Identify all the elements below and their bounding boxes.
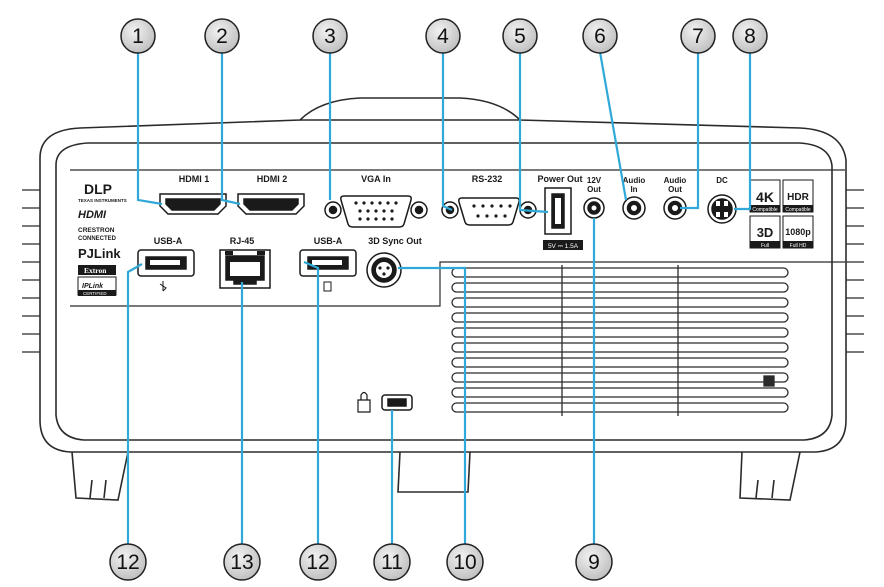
callout-13: 13 — [223, 543, 261, 581]
svg-text:3: 3 — [324, 25, 336, 48]
callout-8: 8 — [732, 18, 768, 54]
hdr-badge: HDR — [787, 192, 809, 203]
usb-a-2-port — [299, 249, 357, 292]
certification-logos: DLP TEXAS INSTRUMENTS HDMI CRESTRON CONN… — [77, 181, 127, 296]
ti-logo: TEXAS INSTRUMENTS — [78, 198, 127, 203]
3d-sync-out-port — [366, 252, 402, 288]
svg-text:1: 1 — [132, 25, 144, 48]
hdmi-logo: HDMI — [78, 209, 107, 221]
svg-text:11: 11 — [381, 551, 403, 574]
hdmi2-label: HDMI 2 — [257, 174, 288, 184]
dlp-logo: DLP — [84, 181, 112, 197]
svg-text:2: 2 — [216, 25, 228, 48]
12v-label: 12V — [587, 176, 602, 185]
power-out-port — [544, 187, 572, 235]
hdmi2-port — [237, 193, 305, 215]
audio-in-sub-label: In — [630, 185, 637, 194]
svg-text:10: 10 — [453, 551, 476, 574]
leader-lines — [126, 51, 752, 560]
callout-10: 10 — [446, 543, 484, 581]
rs232-label: RS-232 — [472, 174, 503, 184]
callout-1: 1 — [120, 18, 156, 54]
svg-text:6: 6 — [594, 25, 606, 48]
svg-text:12: 12 — [306, 551, 329, 574]
power-out-label: Power Out — [537, 174, 582, 184]
hdmi1-port — [159, 193, 227, 215]
projector-body — [22, 97, 864, 501]
callout-12b: 12 — [299, 543, 337, 581]
svg-text:5: 5 — [514, 25, 526, 48]
callout-5: 5 — [502, 18, 538, 54]
svg-text:4: 4 — [437, 25, 449, 48]
kensington-lock — [357, 391, 413, 413]
callout-11: 11 — [373, 543, 411, 581]
vent-grille — [451, 265, 789, 416]
svg-text:7: 7 — [692, 25, 704, 48]
dc-label: DC — [716, 176, 728, 185]
crestron-logo: CRESTRON — [78, 227, 115, 234]
certified-label: CERTIFIED — [83, 291, 107, 296]
svg-text:8: 8 — [744, 25, 756, 48]
power-rating: 5V ⎓ 1.5A — [548, 243, 579, 250]
3d-sub: Full — [761, 243, 769, 249]
vga-in-label: VGA In — [361, 174, 391, 184]
3d-sync-out-label: 3D Sync Out — [368, 236, 422, 246]
spec-badges: 4K Compatible HDR Compatible 3D Full 108… — [749, 179, 814, 249]
audio-in-jack — [622, 196, 646, 220]
crestron-connected: CONNECTED — [78, 236, 117, 242]
12v-out-label: Out — [587, 185, 601, 194]
extron-logo: Extron — [84, 266, 107, 275]
callout-9: 9 — [575, 543, 613, 581]
ports: 5V ⎓ 1.5A — [137, 187, 737, 413]
hdr-sub: Compatible — [785, 207, 811, 213]
vga-port — [324, 195, 428, 228]
1080p-badge: 1080p — [785, 227, 811, 237]
usb-a-2-label: USB-A — [314, 236, 343, 246]
callout-6: 6 — [582, 18, 618, 54]
12v-out-jack — [583, 197, 605, 219]
iplink-logo: IPLink — [82, 283, 104, 290]
usb-a-1-label: USB-A — [154, 236, 183, 246]
3d-badge: 3D — [757, 225, 774, 240]
callouts: 1 2 3 4 5 6 7 8 12 13 12 11 10 9 — [109, 18, 768, 581]
svg-text:9: 9 — [588, 551, 600, 574]
pjlink-logo: PJLink — [78, 246, 121, 261]
4k-badge: 4K — [756, 189, 774, 205]
4k-sub: Compatible — [752, 207, 778, 213]
dc-port — [707, 194, 737, 224]
1080p-sub: Full HD — [790, 243, 807, 249]
rs232-port — [441, 197, 537, 226]
callout-2: 2 — [204, 18, 240, 54]
callout-4: 4 — [425, 18, 461, 54]
audio-out-label: Audio — [664, 176, 687, 185]
audio-out-sub-label: Out — [668, 185, 682, 194]
usb-a-1-port — [137, 249, 195, 292]
callout-3: 3 — [312, 18, 348, 54]
audio-in-label: Audio — [623, 176, 646, 185]
rj45-port — [219, 249, 271, 289]
port-labels: HDMI 1 HDMI 2 VGA In RS-232 Power Out 12… — [154, 174, 728, 246]
callout-7: 7 — [680, 18, 716, 54]
svg-text:12: 12 — [116, 551, 139, 574]
callout-12a: 12 — [109, 543, 147, 581]
hdmi1-label: HDMI 1 — [179, 174, 210, 184]
rj45-label: RJ-45 — [230, 236, 255, 246]
svg-text:13: 13 — [230, 551, 253, 574]
